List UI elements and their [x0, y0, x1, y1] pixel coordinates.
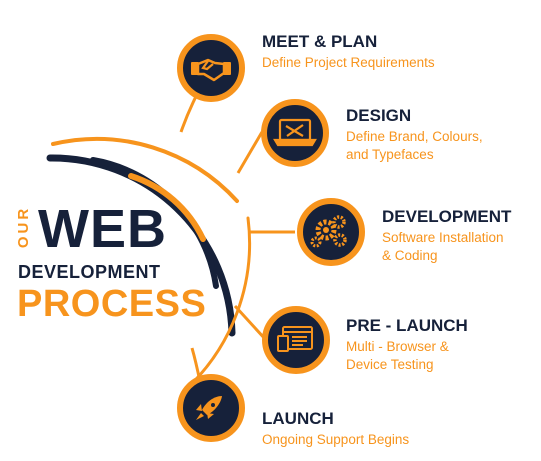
title-web: WEB [38, 199, 167, 259]
gears-icon [310, 215, 347, 248]
step-title-development: DEVELOPMENT [382, 207, 512, 226]
connector-design [236, 131, 264, 174]
design-laptop-icon [273, 118, 317, 147]
step-desc-pre-launch-line1: Multi - Browser & [346, 339, 449, 354]
step-icon-design [261, 99, 329, 167]
browser-testing-icon [277, 326, 313, 352]
outer-arc [51, 136, 239, 203]
title-process: PROCESS [17, 283, 207, 325]
orange-arc-small [128, 173, 206, 242]
step-desc-design-line2: and Typefaces [346, 147, 434, 162]
step-icon-pre-launch [262, 306, 330, 374]
step-desc-design-line1: Define Brand, Colours, [346, 129, 483, 144]
decorative-arcs [46, 136, 252, 394]
step-desc-launch: Ongoing Support Begins [262, 432, 410, 447]
connector-pre-launch [233, 304, 268, 342]
step-title-meet-plan: MEET & PLAN [262, 32, 378, 51]
step-desc-development-line1: Software Installation [382, 230, 504, 245]
title-development: DEVELOPMENT [18, 262, 161, 282]
step-title-pre-launch: PRE - LAUNCH [346, 316, 468, 335]
step-icon-meet-plan [177, 34, 245, 102]
step-title-launch: LAUNCH [262, 409, 334, 428]
step-desc-development-line2: & Coding [382, 248, 438, 263]
title-our: OUR [15, 205, 32, 249]
rocket-icon [196, 396, 222, 420]
step-desc-meet-plan: Define Project Requirements [262, 55, 435, 70]
outer-arc-lower [181, 216, 252, 394]
step-icon-development [297, 198, 365, 266]
step-title-design: DESIGN [346, 106, 412, 125]
step-icon-launch [177, 374, 245, 442]
step-desc-pre-launch-line2: Device Testing [346, 357, 434, 372]
handshake-icon [191, 58, 231, 82]
